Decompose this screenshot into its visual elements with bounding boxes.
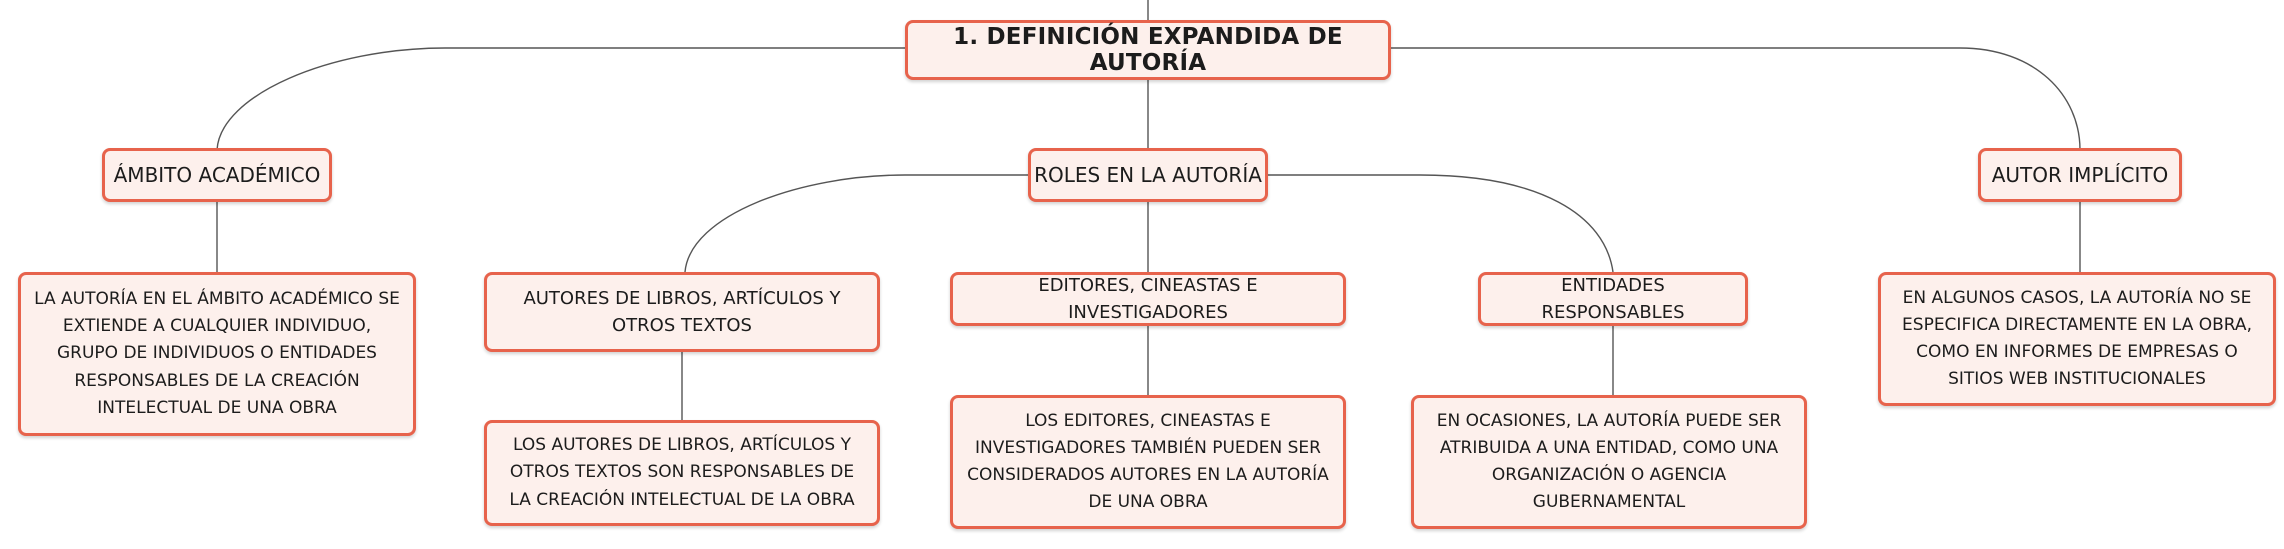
topic-label: ROLES EN LA AUTORÍA — [1034, 163, 1262, 187]
root-topic-label: 1. DEFINICIÓN EXPANDIDA DE AUTORÍA — [953, 24, 1343, 76]
subtopic-label: ENTIDADES RESPONSABLES — [1541, 275, 1685, 323]
detail-entidades[interactable]: EN OCASIONES, LA AUTORÍA PUEDE SER ATRIB… — [1411, 395, 1807, 529]
edge-roles-autores — [684, 174, 1028, 273]
subtopic-autores[interactable]: AUTORES DE LIBROS, ARTÍCULOS Y OTROS TEX… — [484, 272, 880, 352]
detail-ambito-academico[interactable]: LA AUTORÍA EN EL ÁMBITO ACADÉMICO SE EXT… — [18, 272, 416, 436]
detail-text: LOS AUTORES DE LIBROS, ARTÍCULOS Y OTROS… — [509, 435, 855, 510]
edge-roles-entidades — [1268, 174, 1614, 273]
edge-root-implicito — [1391, 47, 2081, 151]
topic-autor-implicito[interactable]: AUTOR IMPLÍCITO — [1978, 148, 2182, 202]
edge-root-ambito — [216, 47, 905, 151]
detail-text: LOS EDITORES, CINEASTAS E INVESTIGADORES… — [967, 410, 1329, 513]
subtopic-label: AUTORES DE LIBROS, ARTÍCULOS Y OTROS TEX… — [523, 288, 841, 336]
detail-editores[interactable]: LOS EDITORES, CINEASTAS E INVESTIGADORES… — [950, 395, 1346, 529]
topic-label: AUTOR IMPLÍCITO — [1991, 163, 2169, 187]
subtopic-entidades[interactable]: ENTIDADES RESPONSABLES — [1478, 272, 1748, 326]
detail-implicito[interactable]: EN ALGUNOS CASOS, LA AUTORÍA NO SE ESPEC… — [1878, 272, 2276, 406]
subtopic-label: EDITORES, CINEASTAS E INVESTIGADORES — [1038, 275, 1258, 323]
topic-label: ÁMBITO ACADÉMICO — [113, 163, 321, 187]
detail-text: EN ALGUNOS CASOS, LA AUTORÍA NO SE ESPEC… — [1902, 287, 2252, 390]
root-topic[interactable]: 1. DEFINICIÓN EXPANDIDA DE AUTORÍA — [905, 20, 1391, 80]
detail-autores[interactable]: LOS AUTORES DE LIBROS, ARTÍCULOS Y OTROS… — [484, 420, 880, 526]
detail-text: LA AUTORÍA EN EL ÁMBITO ACADÉMICO SE EXT… — [34, 289, 400, 418]
subtopic-editores[interactable]: EDITORES, CINEASTAS E INVESTIGADORES — [950, 272, 1346, 326]
detail-text: EN OCASIONES, LA AUTORÍA PUEDE SER ATRIB… — [1436, 410, 1782, 513]
topic-roles-en-la-autoria[interactable]: ROLES EN LA AUTORÍA — [1028, 148, 1268, 202]
topic-ambito-academico[interactable]: ÁMBITO ACADÉMICO — [102, 148, 332, 202]
